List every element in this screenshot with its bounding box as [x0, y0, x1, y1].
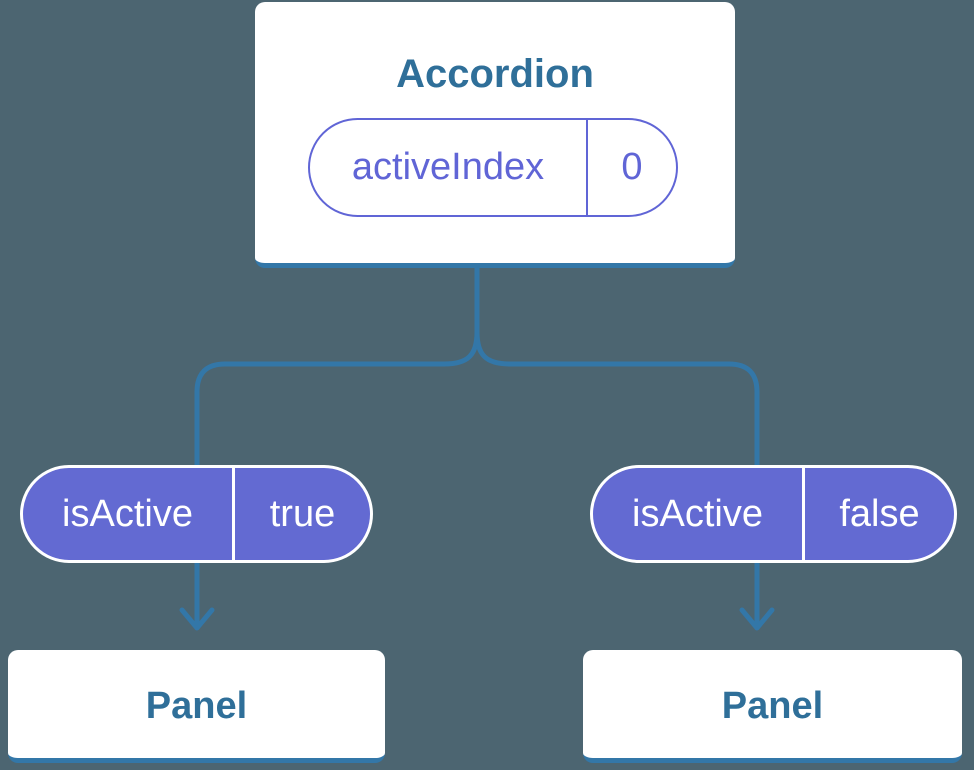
accordion-card: Accordion activeIndex 0: [255, 2, 735, 268]
panel-card-right: Panel: [583, 650, 962, 763]
prop-pill-left: isActive true: [20, 465, 373, 563]
prop-pill-left-value: true: [269, 492, 336, 535]
connector-right-branch: [474, 259, 760, 629]
connector-left-branch: [194, 259, 480, 629]
panel-left-label: Panel: [145, 684, 248, 727]
arrow-down-icon: [739, 607, 775, 631]
prop-pill-right: isActive false: [590, 465, 957, 563]
state-pill-name: activeIndex: [310, 120, 588, 215]
prop-pill-left-name: isActive: [23, 468, 235, 560]
state-pill: activeIndex 0: [308, 118, 678, 217]
state-pill-value: 0: [621, 146, 643, 188]
prop-pill-right-value: false: [839, 492, 920, 535]
panel-right-label: Panel: [721, 684, 824, 727]
arrow-down-icon: [179, 607, 215, 631]
panel-card-left: Panel: [8, 650, 385, 763]
prop-pill-right-name: isActive: [593, 468, 805, 560]
accordion-title: Accordion: [396, 52, 594, 96]
